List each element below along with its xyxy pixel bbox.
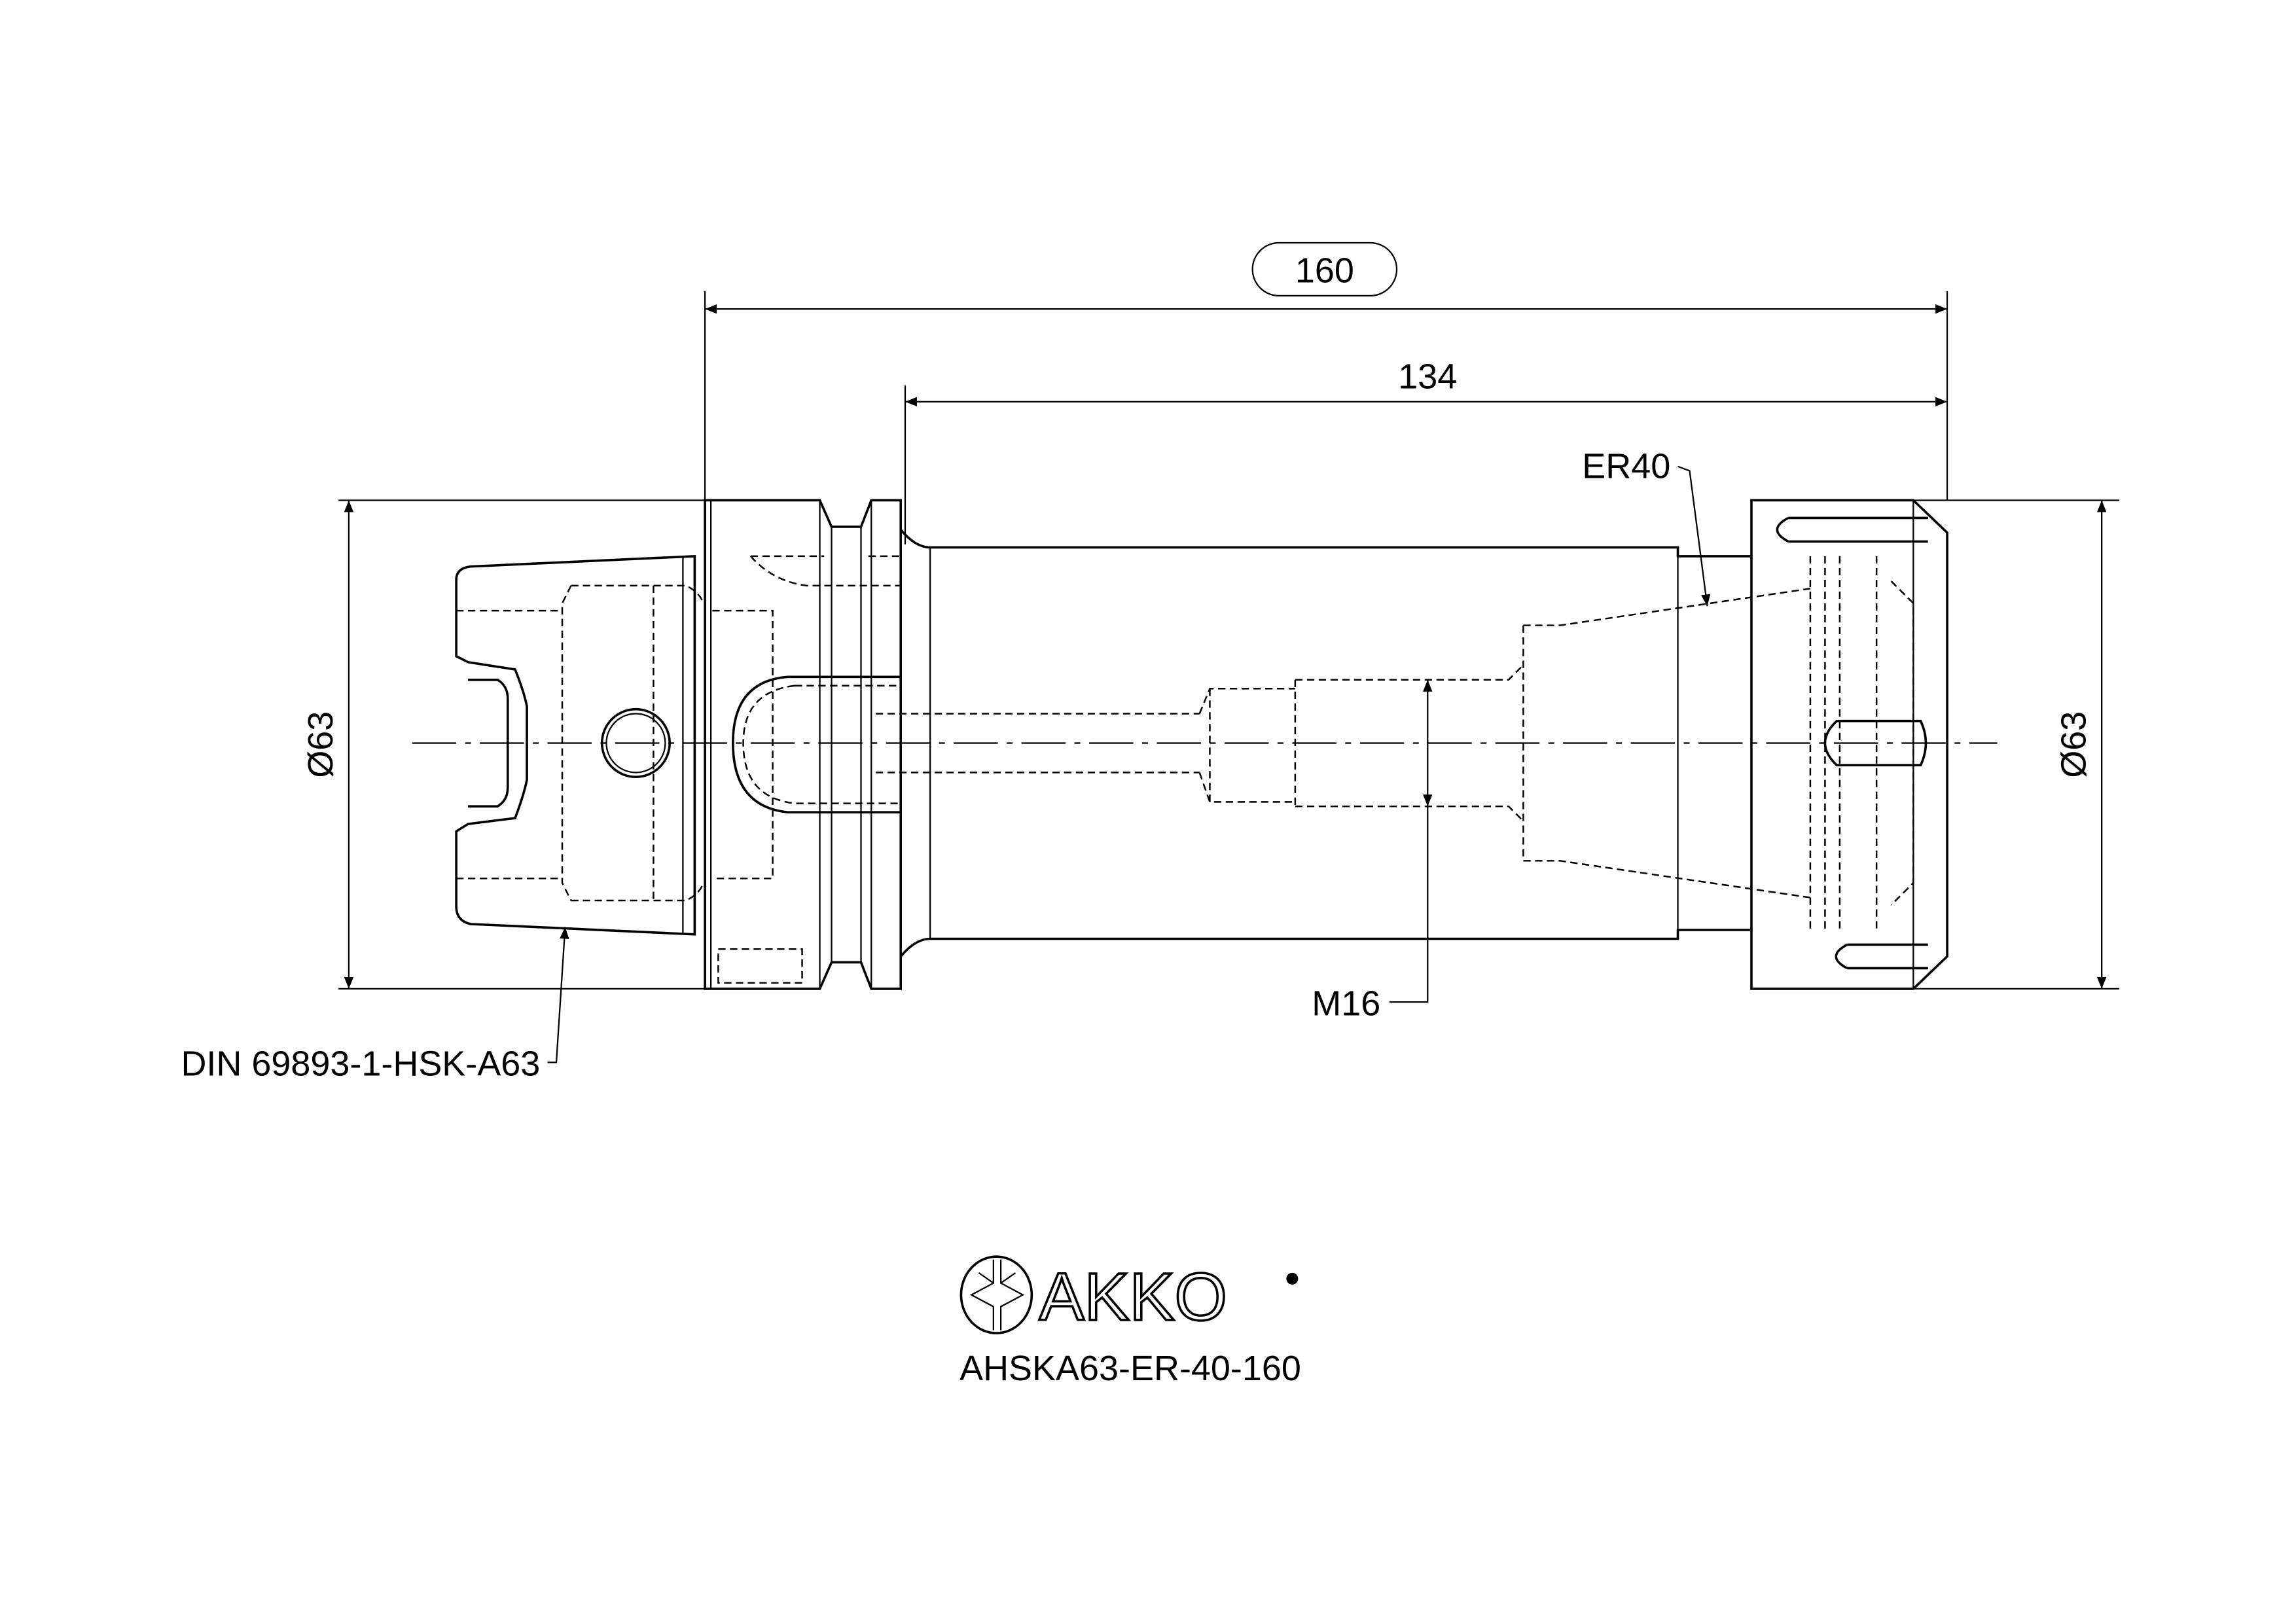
dimension-body-length: 134 [904, 357, 1948, 544]
collet-nut [1750, 499, 1948, 990]
thread-label: M16 [1312, 984, 1380, 1023]
akko-logo: AKKO [960, 1255, 1299, 1336]
dimension-box [1251, 241, 1398, 297]
dimension-overall-length: 160 [704, 241, 1948, 501]
interface-callout: DIN 69893-1-HSK-A63 [181, 927, 569, 1084]
dim-134-label: 134 [1398, 357, 1457, 397]
dim-160-label: 160 [1295, 251, 1354, 291]
dimension-diameter-right: Ø63 [1913, 499, 2120, 990]
flange [704, 499, 903, 990]
drive-hole [600, 707, 671, 778]
hsk-taper [455, 555, 705, 936]
interface-label: DIN 69893-1-HSK-A63 [181, 1044, 540, 1084]
dim-dia-right-label: Ø63 [2054, 711, 2093, 778]
registered-mark-icon [1286, 1272, 1299, 1285]
collet-callout: ER40 [1582, 447, 1711, 607]
dimension-diameter-left: Ø63 [301, 499, 706, 990]
collet-label: ER40 [1582, 447, 1670, 486]
thread-callout: M16 [1312, 679, 1433, 1023]
dim-dia-left-label: Ø63 [301, 711, 340, 778]
logo-emblem-icon [960, 1255, 1033, 1334]
brand-wordmark: AKKO [1039, 1258, 1227, 1334]
body [875, 529, 1811, 957]
part-number: AHSKA63-ER-40-160 [960, 1349, 1301, 1388]
